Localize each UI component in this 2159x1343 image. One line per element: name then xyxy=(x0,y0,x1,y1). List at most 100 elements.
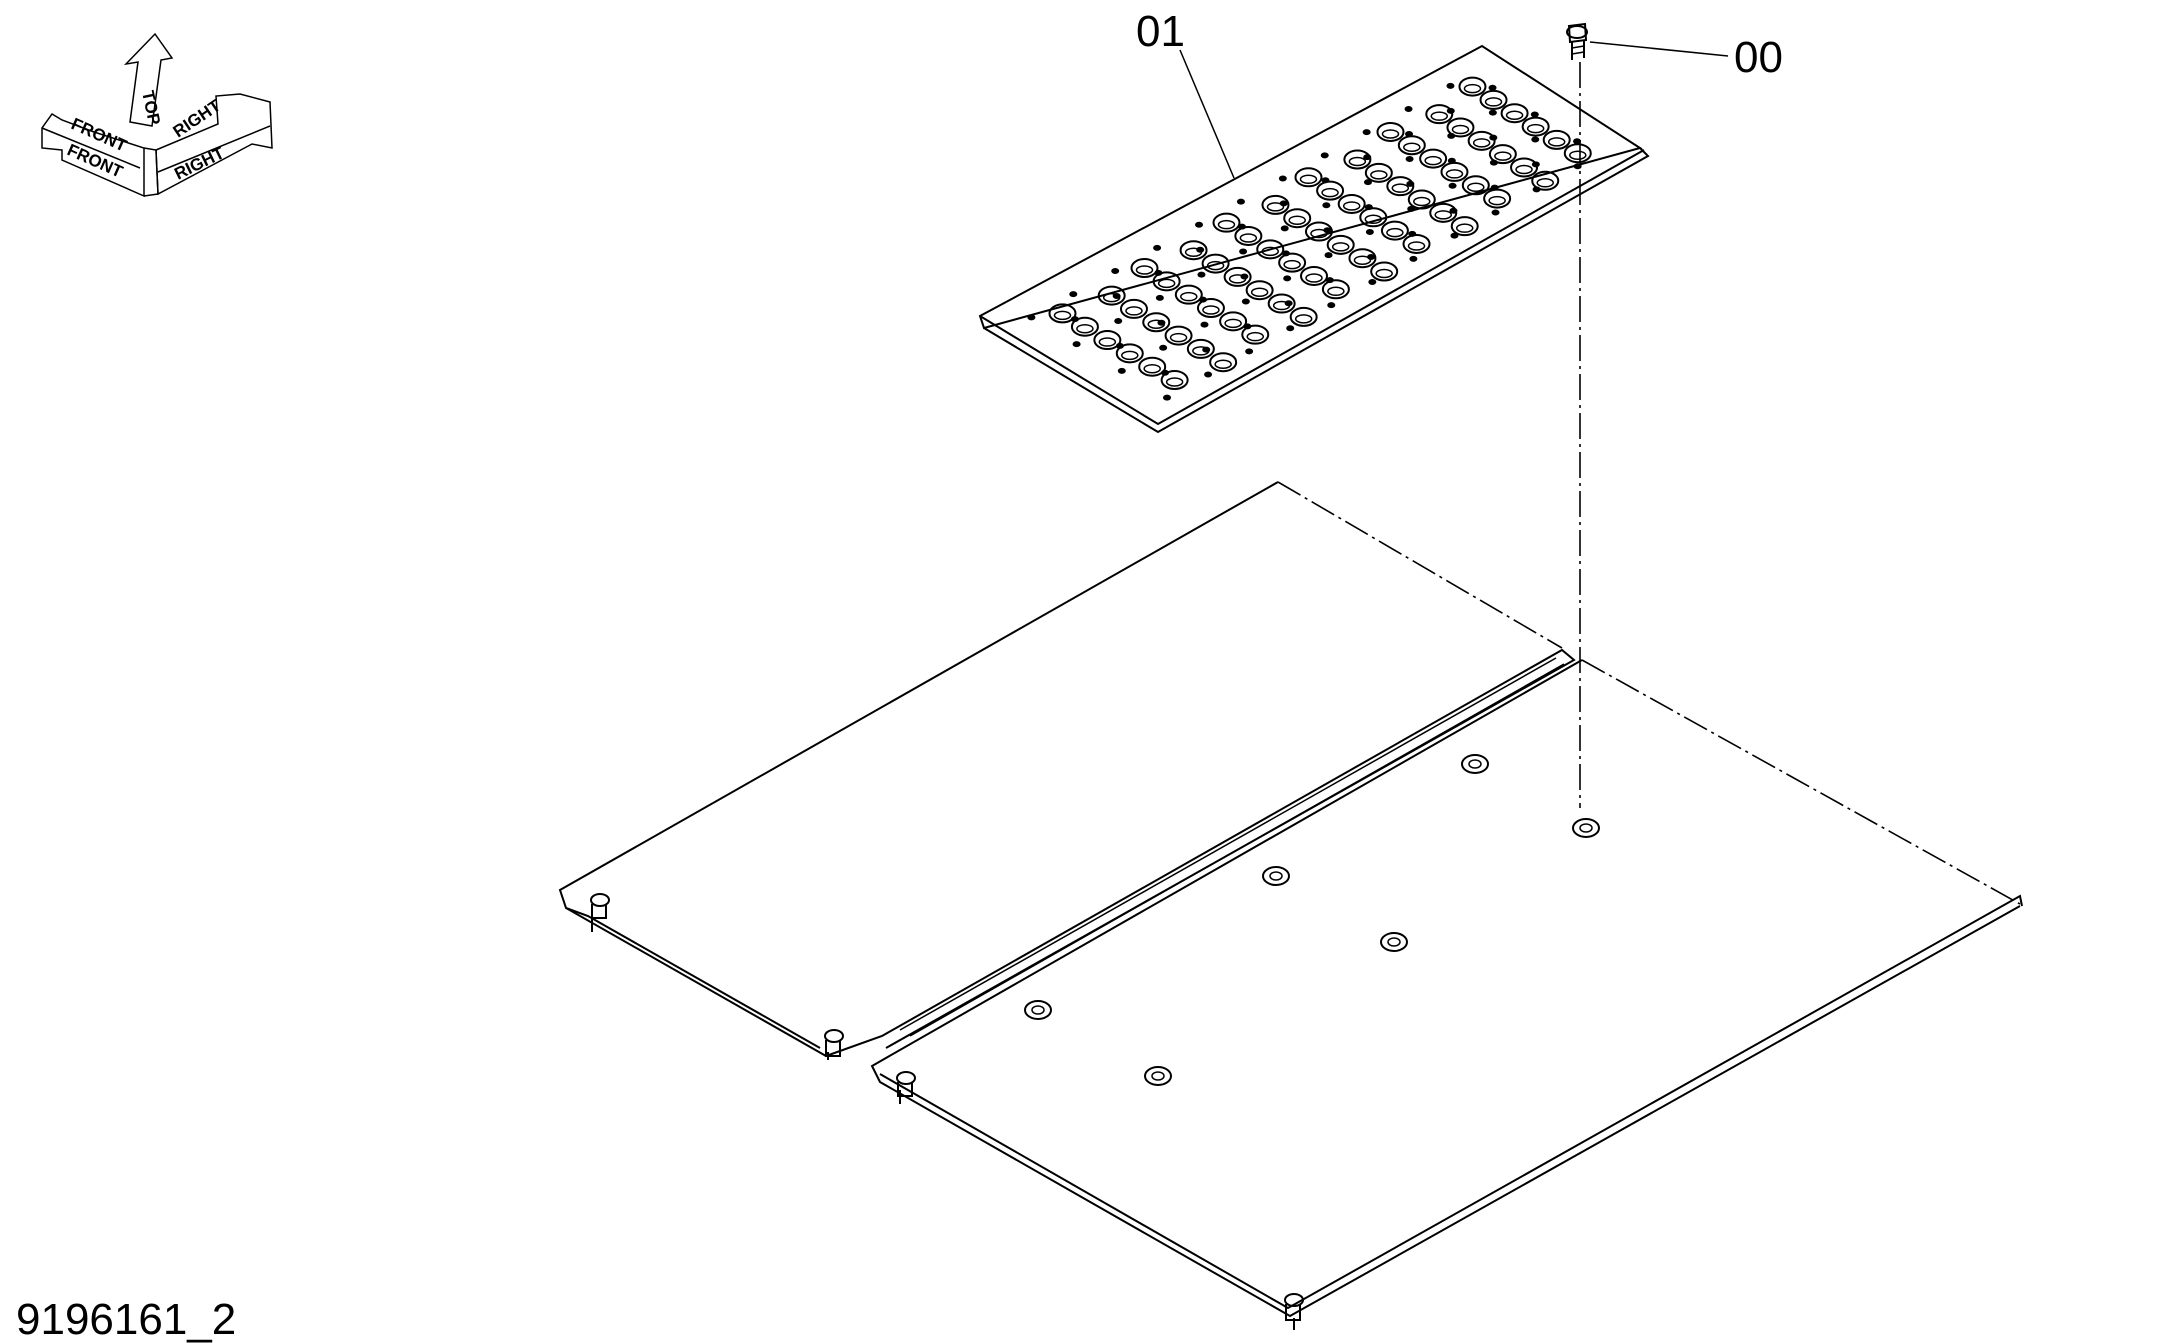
top-label: TOP xyxy=(138,89,164,127)
plate-dimple xyxy=(1300,265,1329,286)
plate-dimple xyxy=(1446,117,1475,138)
plate-dimple xyxy=(1321,279,1350,300)
plate-dimple-inner xyxy=(1250,287,1269,297)
plate-dimple xyxy=(1115,343,1144,364)
plate-dimple-inner xyxy=(1266,202,1285,212)
plate-dimple-inner xyxy=(1484,97,1503,107)
plate-drain-hole xyxy=(1368,278,1377,285)
plate-dimple xyxy=(1359,207,1388,228)
plate-drain-hole xyxy=(1532,186,1541,193)
plate-dimple-inner xyxy=(1467,182,1485,193)
edge-bolts xyxy=(590,893,1304,1321)
plate-dimple xyxy=(1337,193,1366,214)
plate-dimple-inner xyxy=(1157,278,1176,289)
plate-dimple-inner xyxy=(1494,151,1512,161)
plate-dimple-inner xyxy=(1098,337,1117,347)
plate-dimple-inner xyxy=(1214,359,1232,369)
plate-dimple-inner xyxy=(1455,223,1474,233)
plate-drain-hole xyxy=(1531,161,1540,168)
plate-dimple xyxy=(1304,221,1333,242)
plate-drain-hole xyxy=(1196,246,1205,253)
callout-label-bolt: 00 xyxy=(1734,33,1783,82)
plate-dimple-inner xyxy=(1342,201,1361,211)
plate-drain-hole xyxy=(1237,223,1246,230)
plate-drain-hole xyxy=(1408,230,1417,237)
plate-dimple xyxy=(1267,293,1296,314)
plate-dimple xyxy=(1370,261,1399,282)
plate-dimple xyxy=(1261,194,1290,215)
plate-dimple xyxy=(1450,216,1479,237)
callout-00: 00 xyxy=(1589,33,1783,82)
plate-dimple xyxy=(1343,149,1372,170)
plate-drain-hole xyxy=(1286,325,1295,332)
plate-dimple-inner xyxy=(1488,195,1506,206)
plate-drain-hole xyxy=(1239,248,1248,255)
plate-dimple-inner xyxy=(1430,111,1449,121)
plate-dimple-inner xyxy=(1569,150,1587,160)
plate-drain-hole xyxy=(1531,136,1540,143)
plate-drain-hole xyxy=(1111,268,1120,275)
plate-dimple-inner xyxy=(1053,310,1072,321)
plate-drain-hole xyxy=(1489,134,1498,141)
plate-drain-hole xyxy=(1283,275,1292,282)
plate-dimple xyxy=(1289,306,1318,327)
plate-dimple xyxy=(1201,253,1230,274)
plate-dimple-inner xyxy=(1165,377,1184,387)
plate-dimple xyxy=(1488,144,1517,165)
plate-dimple-inner xyxy=(1375,268,1393,279)
floor-plate-right xyxy=(870,659,2023,1330)
plate-dimple xyxy=(1500,103,1529,124)
plate-dimple xyxy=(1278,252,1307,273)
plate-dimple xyxy=(1174,284,1203,305)
plate-dimple-inner xyxy=(1526,123,1545,134)
plate-dimple-inner xyxy=(1125,306,1143,316)
plate-drain-hole xyxy=(1324,252,1333,259)
plate-drain-hole xyxy=(1488,109,1497,116)
plate-dimple xyxy=(1283,208,1312,229)
plate-dimple-inner xyxy=(1321,187,1339,198)
plate-dimple xyxy=(1234,225,1263,246)
plate-drain-hole xyxy=(1195,221,1204,228)
plate-dimple xyxy=(1479,89,1508,110)
plate-drain-hole xyxy=(1117,367,1126,374)
plate-dimple-inner xyxy=(1348,156,1367,167)
plate-drain-hole xyxy=(1363,154,1372,161)
plate-drain-hole xyxy=(1530,111,1539,118)
plate-drain-hole xyxy=(1112,292,1121,299)
plate-dimple-inner xyxy=(1217,219,1236,230)
plate-drain-hole xyxy=(1406,180,1415,187)
plate-drain-hole xyxy=(1280,225,1289,232)
callout-label-plate: 01 xyxy=(1136,7,1185,56)
plate-drain-hole xyxy=(1409,255,1418,262)
plate-dimple-inner xyxy=(1288,215,1306,225)
plate-drain-hole xyxy=(1279,200,1288,207)
plate-drain-hole xyxy=(1362,129,1371,136)
plate-dimple xyxy=(1467,130,1496,151)
plate-drain-hole xyxy=(1159,344,1168,351)
front-arrow-icon xyxy=(41,113,145,198)
plate-drain-hole xyxy=(1573,138,1582,145)
top-arrow-icon xyxy=(123,32,174,127)
plate-dimple xyxy=(1461,175,1490,196)
plate-drain-hole xyxy=(1448,182,1457,189)
plate-drain-hole xyxy=(1069,291,1078,298)
plate-dimple xyxy=(1245,280,1274,301)
plate-dimple xyxy=(1256,239,1285,260)
plate-drain-hole xyxy=(1198,296,1207,303)
plate-drain-hole xyxy=(1327,302,1336,309)
plate-drain-hole xyxy=(1072,341,1081,348)
plate-dimple-inner xyxy=(1283,259,1301,270)
plate-drain-hole xyxy=(1491,209,1500,216)
right-label: RIGHT xyxy=(171,143,227,184)
plate-dimple xyxy=(1397,135,1426,156)
plate-dimple xyxy=(1542,129,1571,150)
plate-dimple-inner xyxy=(1305,273,1323,283)
plate-drain-hole xyxy=(1446,107,1455,114)
plate-dimple-inner xyxy=(1536,178,1554,188)
plate-drain-hole xyxy=(1405,130,1414,137)
plate-drain-hole xyxy=(1489,159,1498,166)
plate-dimple-inner xyxy=(1424,155,1442,166)
plate-drain-hole xyxy=(1114,317,1123,324)
plate-dimple-inner xyxy=(1505,110,1524,120)
plate-dimple xyxy=(1212,212,1241,233)
